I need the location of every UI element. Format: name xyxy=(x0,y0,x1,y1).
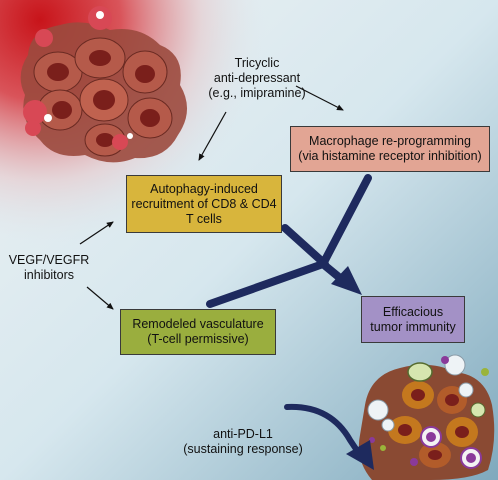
immunity-line-2: tumor immunity xyxy=(370,319,456,334)
autophagy-line-2: recruitment of CD8 & CD4 xyxy=(131,196,277,211)
thin-arrows xyxy=(79,85,344,310)
pathway-arrows xyxy=(206,174,374,470)
immunity-box: Efficacious tumor immunity xyxy=(361,296,465,343)
anti-pdl1-line-2: (sustaining response) xyxy=(183,442,303,456)
immune-tumor-illustration xyxy=(358,354,495,480)
vasculature-line-2: (T-cell permissive) xyxy=(147,332,249,346)
tricyclic-line-2: anti-depressant xyxy=(213,71,301,85)
macrophage-box: Macrophage re-programming (via histamine… xyxy=(290,126,490,172)
vasculature-line-1: Remodeled vasculature xyxy=(132,317,264,331)
macrophage-line-1: Macrophage re-programming xyxy=(309,134,471,148)
vegf-label: VEGF/VEGFR inhibitors xyxy=(2,253,96,283)
immunity-line-1: Efficacious xyxy=(382,304,444,319)
tricyclic-line-3: (e.g., imipramine) xyxy=(208,86,306,100)
tricyclic-label: Tricyclic anti-depressant (e.g., imipram… xyxy=(182,56,332,101)
anti-pdl1-label: anti-PD-L1 (sustaining response) xyxy=(168,427,318,457)
vasculature-box: Remodeled vasculature (T-cell permissive… xyxy=(120,309,276,355)
tumor-cluster-illustration xyxy=(20,6,188,163)
anti-pdl1-line-1: anti-PD-L1 xyxy=(213,427,273,441)
tricyclic-line-1: Tricyclic xyxy=(234,56,280,70)
vegf-line-2: inhibitors xyxy=(23,268,75,282)
vegf-line-1: VEGF/VEGFR xyxy=(8,253,90,267)
autophagy-line-1: Autophagy-induced xyxy=(150,181,258,196)
macrophage-line-2: (via histamine receptor inhibition) xyxy=(298,149,482,163)
autophagy-box: Autophagy-induced recruitment of CD8 & C… xyxy=(126,175,282,233)
autophagy-line-3: T cells xyxy=(186,211,222,226)
